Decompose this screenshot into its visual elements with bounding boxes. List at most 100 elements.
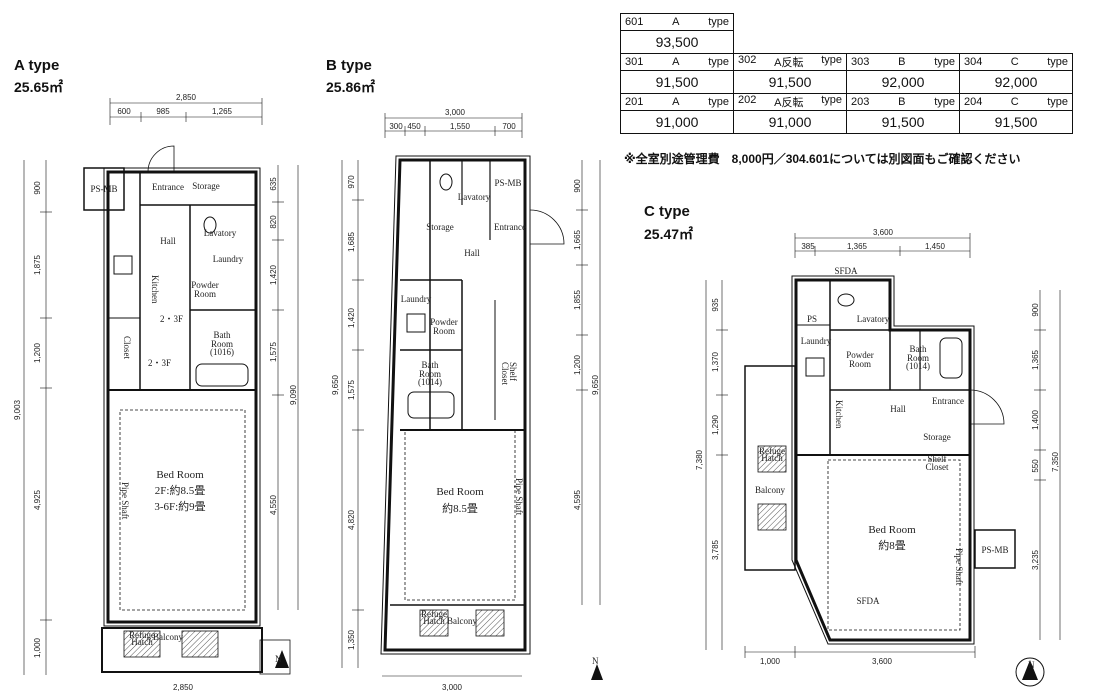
plan-b-refuge-hatch-2 [475, 609, 505, 637]
plan-b-powder-label-2: Room [433, 326, 455, 336]
plan-b-pipe-shaft-label: Pipe Shaft [514, 478, 524, 516]
unit-type-suffix: type [821, 94, 842, 106]
plan-c-bedroom-size: 約8畳 [878, 538, 906, 552]
plan-a-dim-right-1: 635 [269, 177, 278, 191]
plan-a-powder-label-2: Room [194, 289, 216, 299]
plan-a-refuge-label: Refuge [129, 630, 155, 640]
plan-c-dim-left-1: 935 [711, 298, 720, 312]
plan-a-bath-label-2: Room [211, 339, 233, 349]
price-row-300s: 91,500 91,500 92,000 92,000 [620, 70, 1073, 94]
plan-a-north-label: N [275, 654, 282, 664]
plan-b: 3,000 300 450 1,550 700 970 1,685 1,420 … [331, 108, 603, 692]
unit-type: C [1010, 96, 1019, 108]
plan-c-dim-right-3: 1,400 [1031, 409, 1040, 430]
plan-b-dim-left-2: 1,685 [347, 231, 356, 252]
plan-a-north-arrow-icon [275, 650, 289, 668]
plan-a-dim-right-2: 820 [269, 215, 278, 229]
unit-number: 601 [625, 16, 644, 28]
unit-type: A [672, 56, 680, 68]
plan-b-dim-left-6: 1,350 [347, 629, 356, 650]
plan-c-closet-outline [827, 459, 961, 631]
plan-b-dim-left-3: 1,420 [347, 307, 356, 328]
empty-cell [960, 14, 1073, 31]
unit-number: 201 [625, 96, 644, 108]
unit-type: A [672, 96, 680, 108]
plan-c-area: 25.47㎡ [644, 226, 694, 242]
plan-c-sink [805, 357, 825, 377]
plan-b-area: 25.86㎡ [326, 79, 376, 95]
plan-a-bedroom-size-1: 2F:約8.5畳 [155, 483, 205, 497]
plan-c-title: C type [644, 203, 690, 220]
plan-a-toilet [203, 216, 217, 234]
plan-c-shelf-label-2: Closet [925, 462, 949, 472]
plan-c-north-label: N [1028, 660, 1035, 670]
plan-a-balcony-label: Balcony [153, 632, 183, 642]
plan-a-refuge-label-2: Hatch [131, 637, 153, 647]
unit-number: 301 [625, 56, 644, 68]
unit-number: 203 [851, 96, 870, 108]
price-cell: 93,500 [620, 30, 734, 54]
plan-a-title: A type [14, 57, 60, 74]
plan-a-storage-label: Storage [192, 181, 220, 191]
plan-a-entrance-door [147, 145, 175, 173]
plan-b-walls [380, 155, 531, 655]
plan-a-ps-mb-label: PS-MB [90, 184, 117, 194]
plan-c-dim-left-total: 7,380 [695, 449, 704, 470]
plan-a-dim-left-3: 1,200 [33, 342, 42, 363]
price-cell: 91,000 [733, 110, 847, 134]
plan-c-bottom-dimensions [744, 646, 976, 658]
unit-type: B [898, 56, 906, 68]
plan-b-lavatory-label: Lavatory [458, 192, 491, 202]
plan-c-dim-right-4: 550 [1031, 459, 1040, 473]
plan-a-bathtub [195, 363, 249, 387]
plan-c-balcony-label: Balcony [755, 485, 785, 495]
price-cell: 92,000 [846, 70, 960, 94]
plan-b-refuge-hatch-1 [419, 609, 449, 637]
plan-c-refuge-label: Refuge [759, 446, 785, 456]
plan-c-dim-left-2: 1,370 [711, 351, 720, 372]
plan-a-dim-top-3: 1,265 [212, 107, 233, 116]
plan-c-dim-top-2: 1,365 [847, 242, 868, 251]
plan-b-title: B type [326, 57, 372, 74]
plan-b-north-label: N [592, 656, 599, 666]
plan-a-dim-right-3: 1,420 [269, 264, 278, 285]
plan-b-laundry-label: Laundry [401, 294, 432, 304]
price-cell: 91,500 [846, 110, 960, 134]
plan-a-dim-bottom-total: 2,850 [173, 683, 194, 692]
plan-a-right-dimensions [272, 165, 299, 610]
plan-a-dim-right-4: 1,575 [269, 341, 278, 362]
price-cell: 91,500 [620, 70, 734, 94]
plan-b-bathtub [407, 391, 455, 419]
plan-c-dim-top-total: 3,600 [873, 228, 894, 237]
unit-number: 204 [964, 96, 983, 108]
unit-type: B [898, 96, 906, 108]
plan-c-shelf-label: Shelf [928, 454, 947, 464]
plan-b-closet-outline [404, 429, 516, 601]
plan-c-dim-right-5: 3,235 [1031, 549, 1040, 570]
plan-c-bath-label-2: Room [907, 353, 929, 363]
price-cell: 92,000 [959, 70, 1073, 94]
plan-b-bedroom-label: Bed Room [436, 486, 484, 498]
price-cell: 91,500 [733, 70, 847, 94]
plan-c-dim-top-3: 1,450 [925, 242, 946, 251]
plan-a-powder-label: Powder [191, 280, 219, 290]
plan-b-dim-left-4: 1,575 [347, 379, 356, 400]
plan-b-refuge-label-2: Hatch [423, 616, 445, 626]
plan-b-dim-left-total: 9,650 [331, 374, 340, 395]
unit-number: 302 [738, 54, 757, 66]
price-row-601: 93,500 [620, 30, 1073, 54]
plan-c-sfda-label: SFDA [834, 266, 858, 276]
empty-cell [847, 31, 960, 54]
plan-c-powder-label: Powder [846, 350, 874, 360]
plan-b-refuge-label: Refuge [421, 609, 447, 619]
plan-c-dim-right-2: 1,365 [1031, 349, 1040, 370]
plan-b-dim-top-3: 1,550 [450, 122, 471, 131]
plan-b-north-arrow-icon [591, 664, 603, 680]
plan-b-right-dimensions [576, 160, 601, 605]
unit-type-suffix: type [934, 56, 955, 68]
plan-c-ps-label: PS [807, 314, 817, 324]
plan-a-bath-note: (1016) [210, 347, 234, 357]
